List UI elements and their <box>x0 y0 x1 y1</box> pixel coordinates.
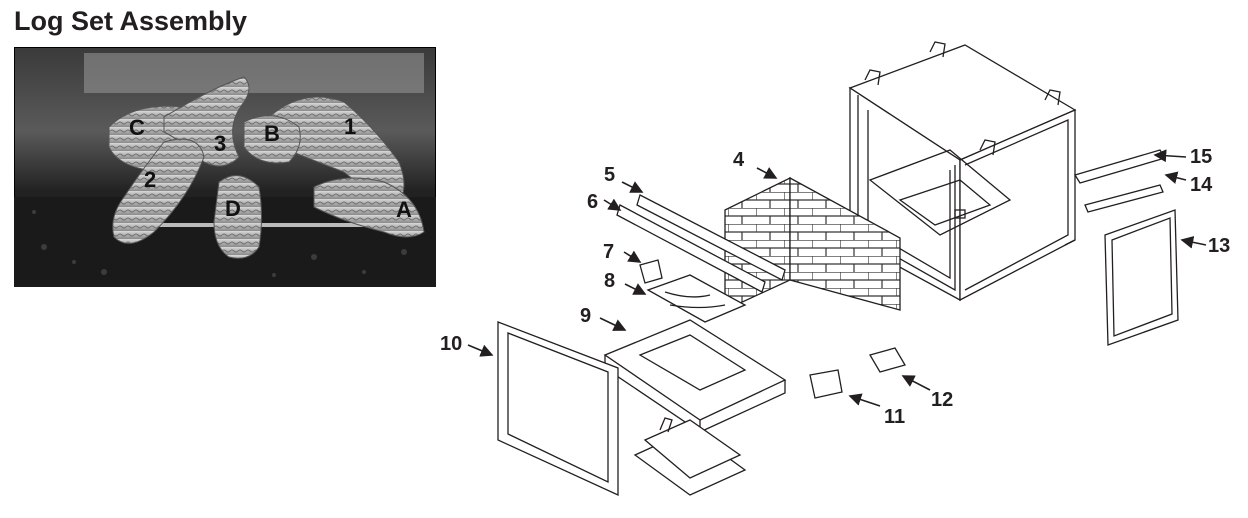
control-module <box>633 417 747 496</box>
callout-10: 10 <box>440 333 462 355</box>
callout-11: 11 <box>884 406 905 428</box>
part-12-bracket <box>869 347 906 373</box>
callout-14: 14 <box>1190 174 1213 196</box>
callout-12: 12 <box>931 389 953 411</box>
callout-8: 8 <box>604 270 615 292</box>
part-13-side-door <box>1104 209 1179 346</box>
log-label-3: 3 <box>214 131 226 156</box>
part-9-base-tray <box>603 319 787 434</box>
callout-7: 7 <box>603 241 614 263</box>
callout-6: 6 <box>587 191 598 213</box>
part-11-receiver <box>809 369 843 399</box>
callout-13: 13 <box>1208 235 1230 257</box>
log-label-a: A <box>396 197 412 222</box>
log-set-photo: C 3 B 1 2 D A <box>14 47 436 287</box>
log-label-d: D <box>225 196 241 221</box>
callout-15: 15 <box>1190 146 1212 168</box>
callout-4: 4 <box>733 149 745 171</box>
part-5-6-rails <box>616 194 786 293</box>
log-label-1: 1 <box>344 114 356 139</box>
log-label-b: B <box>264 121 280 146</box>
callout-5: 5 <box>604 164 615 186</box>
part-10-front-frame <box>497 321 619 497</box>
part-4-brick-panel <box>724 176 901 312</box>
page-title: Log Set Assembly <box>14 6 248 36</box>
log-label-c: C <box>129 115 145 140</box>
part-7-bracket <box>639 259 663 284</box>
part-8-burner-plate <box>646 274 747 323</box>
log-label-2: 2 <box>144 167 156 192</box>
callout-9: 9 <box>580 305 591 327</box>
callout-arrows <box>467 149 1207 407</box>
